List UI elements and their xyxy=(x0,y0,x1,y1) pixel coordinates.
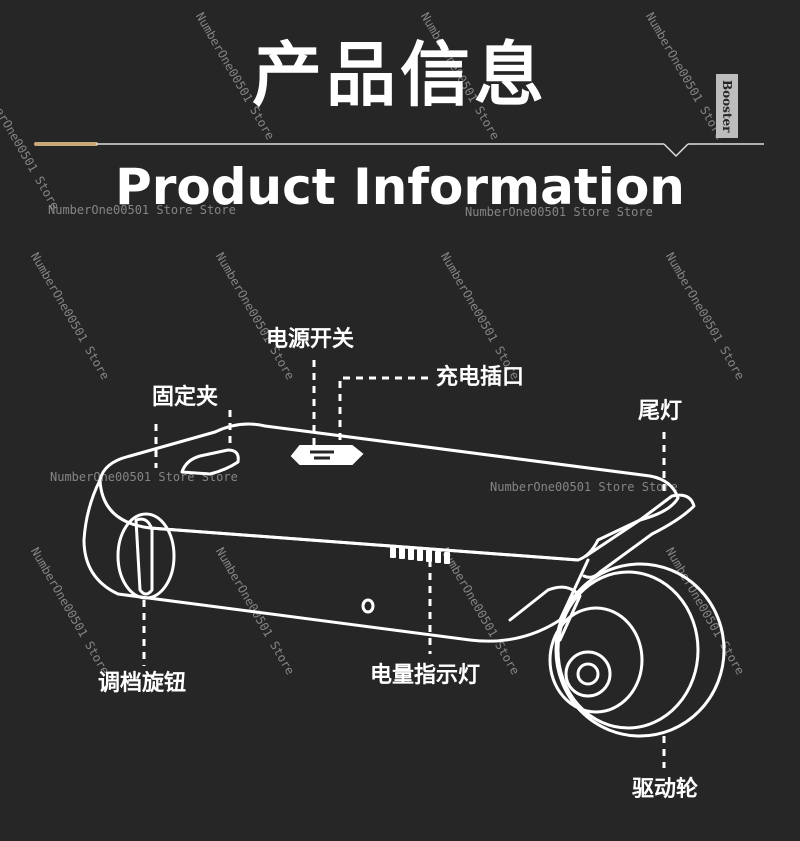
brand-tag: Booster xyxy=(716,74,738,138)
drive-wheel-shape xyxy=(554,562,726,738)
device-body-lower xyxy=(82,478,590,643)
watermark: NumberOne00501 Store Store xyxy=(490,480,678,494)
tail-light-fin xyxy=(582,493,696,579)
label-gear-knob: 调档旋钮 xyxy=(98,671,187,696)
battery-indicator-shape xyxy=(390,546,450,564)
gear-knob-shape xyxy=(116,512,176,600)
header-divider xyxy=(34,142,764,158)
leader-charge-port xyxy=(338,376,428,446)
power-switch-shape xyxy=(290,445,364,465)
label-clip: 固定夹 xyxy=(152,385,219,410)
watermark: NumberOne00501 Store Store xyxy=(48,203,236,217)
label-charge-port: 充电插口 xyxy=(436,365,525,390)
watermark: NumberOne00501 Store Store xyxy=(465,205,653,219)
label-drive-wheel: 驱动轮 xyxy=(632,777,699,802)
label-power-switch: 电源开关 xyxy=(266,327,355,352)
label-tail-light: 尾灯 xyxy=(638,399,683,424)
page-title-en: Product Information xyxy=(115,158,685,216)
page-title-zh: 产品信息 xyxy=(252,34,548,116)
clip-part xyxy=(180,448,240,476)
label-battery-indicator: 电量指示灯 xyxy=(370,663,481,688)
device-body xyxy=(98,422,680,562)
